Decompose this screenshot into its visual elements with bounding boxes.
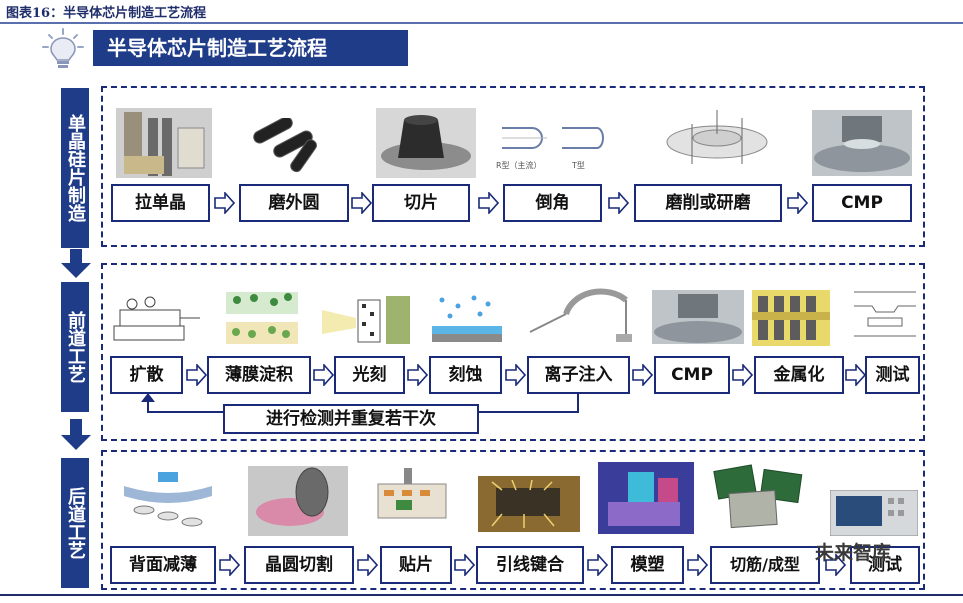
wafer-slicing-image [376, 108, 476, 178]
stage-box-back-end [101, 450, 925, 590]
right-arrow-icon [454, 554, 475, 576]
right-arrow-icon [825, 554, 846, 576]
right-arrow-icon [186, 364, 207, 386]
step-chamfer: 倒角 [503, 184, 602, 222]
caption-rule [0, 22, 963, 24]
diffusion-furnace-image [113, 296, 200, 341]
step-etching: 刻蚀 [429, 356, 502, 394]
right-arrow-icon [407, 364, 428, 386]
loop-label: 进行检测并重复若干次 [223, 404, 479, 434]
metallization-image [752, 290, 830, 346]
lithography-image [322, 296, 410, 344]
cmp-machine-image-1 [812, 110, 912, 176]
right-arrow-icon [587, 554, 608, 576]
step-trim-form: 切筋/成型 [710, 546, 820, 584]
die-attach-image [377, 468, 447, 519]
chamfer-left-caption: R型（主流） [496, 160, 542, 170]
figure-caption: 图表16：半导体芯片制造工艺流程 [6, 6, 207, 21]
right-arrow-icon [732, 364, 753, 386]
right-arrow-icon [632, 364, 653, 386]
chamfer-profiles-image: R型（主流） T型 [496, 127, 604, 170]
step-od-grinding: 磨外圆 [239, 184, 349, 222]
step-final-test: 测试 [850, 546, 920, 584]
right-arrow-icon [687, 554, 708, 576]
step-molding: 模塑 [611, 546, 684, 584]
step-deposition: 薄膜淀积 [207, 356, 311, 394]
right-arrow-icon [214, 192, 235, 214]
cmp-machine-image-2 [652, 290, 744, 344]
watermark: 未来智库 [815, 542, 892, 564]
step-backgrind: 背面减薄 [110, 546, 216, 584]
step-lapping: 磨削或研磨 [634, 184, 782, 222]
chamfer-right-caption: T型 [571, 161, 585, 170]
step-lithography: 光刻 [334, 356, 405, 394]
stage-box-front-end [101, 263, 925, 441]
step-wire-bond: 引线键合 [476, 546, 584, 584]
deposition-image [226, 292, 298, 344]
backgrind-image [124, 472, 212, 527]
stage-box-wafer [101, 86, 925, 247]
stage-label-wafer: 单晶硅片制造 [61, 88, 89, 248]
dicing-image [248, 466, 348, 536]
down-arrow-icon [61, 249, 91, 278]
step-test-front: 测试 [865, 356, 920, 394]
right-arrow-icon [313, 364, 334, 386]
right-arrow-icon [219, 554, 240, 576]
stage-label-front-end: 前道工艺 [61, 282, 89, 412]
right-arrow-icon [787, 192, 808, 214]
step-diffusion: 扩散 [110, 356, 183, 394]
right-arrow-icon [357, 554, 378, 576]
molding-image [598, 462, 694, 534]
trim-form-image [713, 464, 803, 529]
step-dicing: 晶圆切割 [244, 546, 354, 584]
down-arrow-icon [61, 419, 91, 450]
step-pull-crystal: 拉单晶 [111, 184, 210, 222]
etching-image [432, 295, 502, 342]
step-cmp-front: CMP [654, 356, 730, 394]
footer-rule [0, 594, 963, 596]
step-metallization: 金属化 [754, 356, 844, 394]
diagram-title: 半导体芯片制造工艺流程 [93, 30, 408, 66]
step-die-attach: 贴片 [380, 546, 452, 584]
step-ion-implant: 离子注入 [527, 356, 630, 394]
crystal-puller-image [116, 108, 212, 178]
right-arrow-icon [351, 192, 372, 214]
ground-ingots-image [253, 118, 317, 173]
step-slicing: 切片 [372, 184, 470, 222]
stage-label-back-end: 后道工艺 [61, 458, 89, 588]
lapping-machine-image [666, 110, 768, 164]
right-arrow-icon [845, 364, 866, 386]
wire-bonding-image [478, 476, 580, 532]
right-arrow-icon [608, 192, 629, 214]
lightbulb-icon [42, 28, 84, 68]
step-cmp: CMP [812, 184, 912, 222]
tester-image [830, 490, 918, 536]
right-arrow-icon [505, 364, 526, 386]
ion-implantation-image [529, 288, 632, 342]
right-arrow-icon [478, 192, 499, 214]
test-structure-image [854, 291, 916, 337]
